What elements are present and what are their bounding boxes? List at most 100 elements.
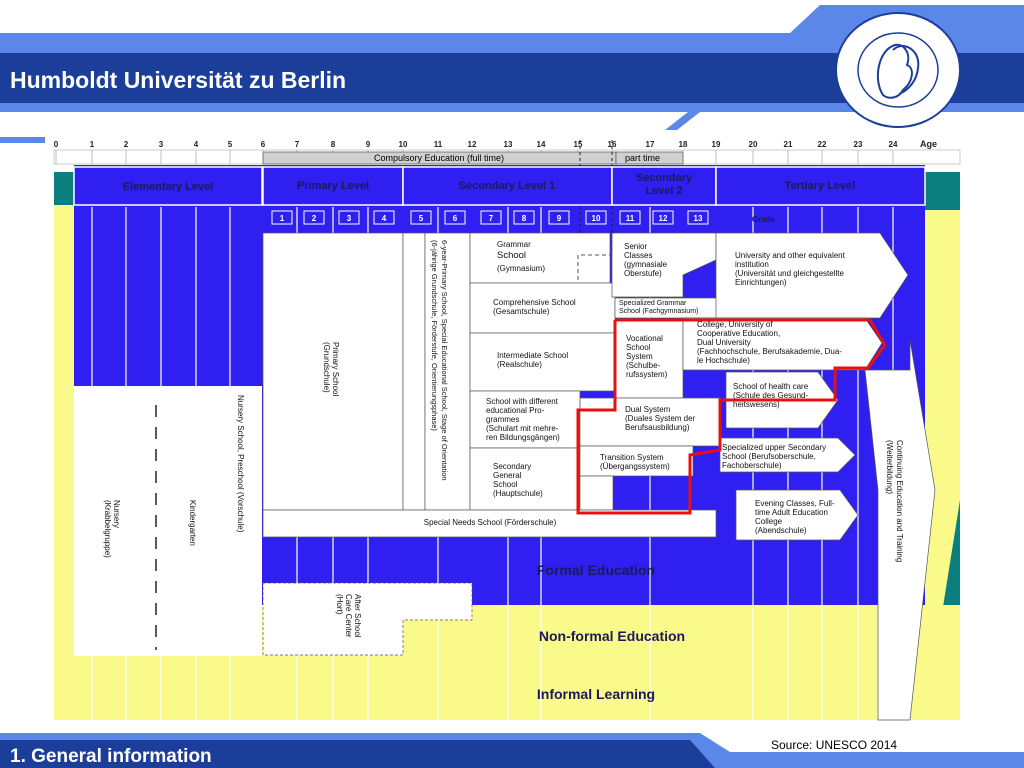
intermediate-text: Intermediate School [497,351,568,360]
grade-number: 9 [557,214,562,223]
age-tick: 1 [90,140,95,149]
health-school-text: heitswesens) [733,400,780,409]
college-text: Cooperative Education, [697,329,780,338]
kindergarten-text: Kindergarten [188,500,197,546]
college-text: Dual University [697,338,751,347]
informal-learning-label: Informal Learning [537,686,655,702]
grade-number: 1 [280,214,285,223]
nursery-area [74,386,262,656]
specialized-upper-text: Fachoberschule) [722,461,782,470]
grade-box [444,210,466,225]
age-tick: 6 [261,140,266,149]
tertiary-level-box [715,166,926,206]
age-tick: 24 [889,140,898,149]
age-tick: 21 [784,140,793,149]
age-tick: 23 [854,140,863,149]
university-text: Einrichtungen) [735,278,787,287]
age-tick: 19 [712,140,721,149]
university-arrow [715,232,909,319]
dual-system-text: Dual System [625,405,671,414]
age-tick: 4 [194,140,199,149]
age-tick: 2 [124,140,129,149]
secondary-general-text: Secondary [493,462,531,471]
primary-school-text: (Grundschule) [322,342,331,393]
different-programmes-text: ren Bildungsgängen) [486,433,560,442]
age-tick: 9 [366,140,371,149]
nonformal-education-label: Non-formal Education [539,628,685,644]
health-school-text: (Schule des Gesund- [733,391,808,400]
specialized-grammar-text: School (Fachgymnasium) [619,308,698,315]
college-text: College, University of [697,320,773,329]
dual-system-text: Berufsausbildung) [625,423,690,432]
senior-classes-text: Classes [624,251,652,260]
grade-box [303,210,325,225]
specialized-upper-arrow [719,437,856,473]
after-school-text: (Hort) [335,594,344,615]
university-text: institution [735,260,769,269]
grade-box [548,210,570,225]
age-tick: 17 [646,140,655,149]
primary-level-box [262,166,404,206]
primary-school-box [262,232,404,511]
grade-number: 13 [694,214,703,223]
primary-school-text: Primary School [331,342,340,396]
nursery-text: Nursery [112,500,121,528]
evening-classes-text: (Abendschule) [755,526,807,535]
grade-number: 2 [312,214,317,223]
orientation-text: 6-year-Primary School, Special Education… [440,240,449,481]
different-programmes-box [469,390,581,449]
senior-classes-text: Oberstufe) [624,269,662,278]
evening-classes-text: College [755,517,783,526]
part-time-label: part time [625,153,660,163]
secondary-level-2-label-1: Secondary [636,172,693,184]
senior-classes-text: (gymnasiale [624,260,668,269]
secondary-general-text: General [493,471,522,480]
grade-number: 8 [522,214,527,223]
highlight-path [576,318,887,515]
compulsory-label: Compulsory Education (full time) [374,153,504,163]
after-school-box [262,582,473,656]
grammar-school-box [469,232,611,284]
continuing-education-text: Continuing Education and Training [895,440,904,562]
secondary-general-box [469,447,581,511]
continuing-education-text: (Weiterbildung) [885,440,894,494]
continuing-education-arrow [864,339,936,721]
specialized-upper-text: Specialized upper Secondary [722,443,826,452]
age-tick: 16 [608,140,617,149]
grade-number: 4 [382,214,387,223]
specialized-upper-text: School (Berufsoberschule, [722,452,816,461]
orientation-text: (6-jährige Grundschule, Förderstufe, Ori… [430,240,439,431]
different-programmes-text: educational Pro- [486,406,545,415]
comprehensive-text: (Gesamtschule) [493,307,550,316]
secondary-level-2-label-2: Level 2 [645,185,682,197]
grammar-text: Grammar [497,240,531,249]
age-tick: 20 [749,140,758,149]
grade-box [480,210,502,225]
different-programmes-text: grammes [486,415,519,424]
different-programmes-text: (Schulart mit mehre- [486,424,559,433]
age-tick: 5 [228,140,233,149]
different-programmes-text: School with different [486,397,559,406]
college-text: (Fachhochschule, Berufsakademie, Dua- [697,347,842,356]
grade-box [585,210,607,225]
secondary-level-1-label: Secondary Level 1 [459,180,556,192]
grade-box [338,210,360,225]
grammar-text: School [497,250,526,261]
university-text: University and other equivalent [735,251,846,260]
grade-number: 11 [626,214,635,223]
college-arrow [682,317,883,371]
part-time-bar [615,151,684,165]
grade-box [271,210,293,225]
evening-classes-text: Evening Classes, Full- [755,499,835,508]
age-tick: 22 [818,140,827,149]
age-tick: 0 [54,140,59,149]
vocational-text: School [626,343,651,352]
nursery-preschool-text: Nursery School, Preschool (Vorschule) [236,395,245,533]
vocational-text: rufssystem) [626,370,668,379]
age-tick: 3 [159,140,164,149]
secondary-general-text: (Hauptschule) [493,489,543,498]
grade-number: 7 [489,214,494,223]
age-tick: 14 [537,140,546,149]
